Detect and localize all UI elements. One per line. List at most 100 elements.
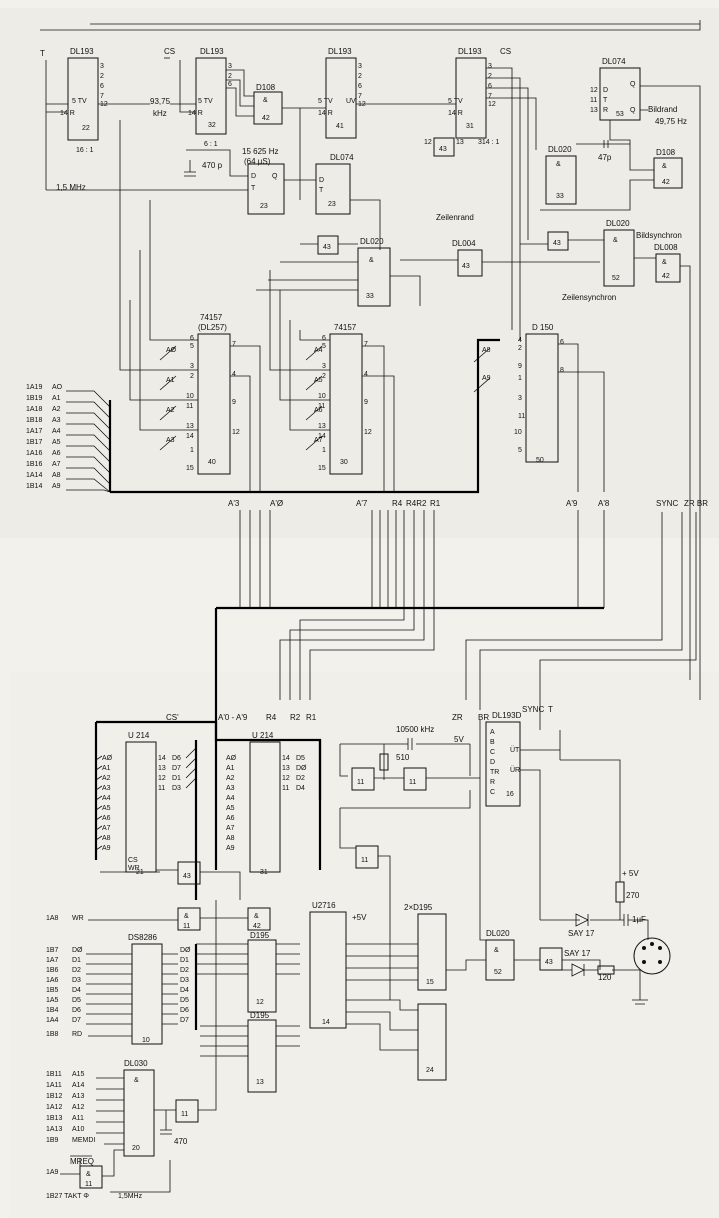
gate-and-11-low: &11	[79, 1165, 103, 1189]
chip-dl193-32: DL193 5 TV 14 R 32 6 : 1 32 6	[188, 47, 232, 148]
svg-text:A13: A13	[72, 1093, 85, 1100]
svg-text:SYNC: SYNC	[522, 705, 544, 714]
svg-text:D1: D1	[72, 957, 81, 964]
svg-text:33: 33	[556, 193, 564, 200]
chip-d108-42-b: D108 & 42	[653, 148, 683, 189]
svg-text:15: 15	[426, 979, 434, 986]
svg-text:2: 2	[488, 73, 492, 80]
svg-text:42: 42	[253, 923, 261, 930]
svg-text:1B17: 1B17	[26, 439, 42, 446]
svg-text:D6: D6	[172, 755, 181, 762]
svg-text:1B4: 1B4	[46, 1007, 59, 1014]
svg-text:+ 5V: + 5V	[622, 869, 639, 878]
resistor-120	[597, 965, 615, 975]
svg-text:1A19: 1A19	[26, 384, 42, 391]
svg-text:7: 7	[364, 341, 368, 348]
svg-text:23: 23	[260, 203, 268, 210]
svg-text:A'7: A'7	[356, 499, 368, 508]
svg-text:A10: A10	[72, 1126, 85, 1133]
chip-dl030-20: DL030 & 20	[123, 1059, 155, 1157]
diode-say17-a	[575, 913, 589, 927]
svg-text:1B9: 1B9	[46, 1137, 59, 1144]
svg-text:2: 2	[228, 73, 232, 80]
svg-text:A6: A6	[314, 407, 323, 414]
svg-text:C: C	[490, 789, 495, 796]
svg-text:14: 14	[322, 1019, 330, 1026]
svg-text:74157: 74157	[334, 323, 357, 332]
resistor-510	[379, 753, 389, 771]
svg-text:D 150: D 150	[532, 323, 554, 332]
svg-text:A4: A4	[226, 795, 235, 802]
svg-text:A11: A11	[72, 1115, 84, 1122]
svg-text:DØ: DØ	[72, 947, 83, 954]
svg-text:A1: A1	[102, 765, 111, 772]
svg-text:6: 6	[228, 81, 232, 88]
svg-text:1A6: 1A6	[46, 977, 59, 984]
svg-text:1B27 TAKT Φ: 1B27 TAKT Φ	[46, 1193, 89, 1200]
svg-text:R1: R1	[430, 499, 441, 508]
svg-text:A3: A3	[102, 785, 111, 792]
svg-text:11: 11	[590, 97, 597, 104]
svg-text:D1: D1	[180, 957, 189, 964]
svg-text:T: T	[548, 705, 553, 714]
svg-text:D5: D5	[296, 755, 305, 762]
svg-text:22: 22	[82, 125, 90, 132]
svg-text:ÜT: ÜT	[510, 746, 520, 754]
gate-and-42: &42	[247, 907, 271, 931]
svg-text:D195: D195	[250, 1011, 270, 1020]
svg-text:14 R: 14 R	[188, 110, 203, 117]
svg-text:D108: D108	[656, 148, 676, 157]
chip-dl004-43: DL004 43	[452, 239, 483, 277]
svg-text:9: 9	[518, 363, 522, 370]
svg-text:6 : 1: 6 : 1	[204, 141, 218, 148]
svg-text:7: 7	[232, 341, 236, 348]
svg-text:41: 41	[336, 123, 344, 130]
resistor-270	[615, 881, 625, 903]
svg-text:&: &	[556, 161, 561, 168]
svg-text:A'8: A'8	[598, 499, 610, 508]
gate-43: 43	[177, 861, 201, 885]
chip-dl193-41: DL193 5 TV UV 14 R 41 32 67 12	[318, 47, 366, 139]
svg-text:1A11: 1A11	[46, 1082, 62, 1089]
svg-text:D: D	[251, 173, 256, 180]
svg-text:D3: D3	[172, 785, 181, 792]
svg-text:A5: A5	[314, 377, 323, 384]
chip-d195-12: D195 12	[247, 931, 277, 1013]
svg-text:6: 6	[322, 335, 326, 342]
svg-text:DL030: DL030	[124, 1059, 148, 1068]
svg-text:32: 32	[208, 122, 216, 129]
svg-text:R4: R4	[392, 499, 403, 508]
chip-dl020-52-b: DL020 & 52	[485, 929, 515, 981]
svg-text:10: 10	[514, 429, 522, 436]
svg-text:U2716: U2716	[312, 901, 336, 910]
svg-text:Q: Q	[630, 81, 636, 88]
svg-text:14 R: 14 R	[60, 110, 75, 117]
sig-bildrand: Bildrand	[648, 105, 677, 114]
svg-text:3: 3	[488, 63, 492, 70]
svg-text:DL020: DL020	[548, 145, 572, 154]
chip-d150-50: D 150 50 42 91 311 105 68	[514, 323, 564, 464]
svg-text:WR: WR	[72, 915, 84, 922]
svg-text:A15: A15	[72, 1071, 85, 1078]
svg-text:CS: CS	[128, 857, 138, 864]
svg-text:12: 12	[590, 87, 598, 94]
svg-text:ZR: ZR	[452, 713, 463, 722]
svg-text:15: 15	[318, 465, 326, 472]
svg-text:1A14: 1A14	[26, 472, 42, 479]
svg-text:10: 10	[186, 393, 194, 400]
chip-d108-42-a: D108 & 42	[253, 83, 283, 125]
gate-43-b: 43	[539, 947, 563, 971]
svg-text:A8: A8	[482, 347, 491, 354]
svg-text:3: 3	[228, 63, 232, 70]
svg-text:C: C	[490, 749, 495, 756]
svg-text:1A12: 1A12	[46, 1104, 62, 1111]
svg-text:43: 43	[439, 146, 447, 153]
svg-text:A4: A4	[102, 795, 111, 802]
sig-zeilensynchron: Zeilensynchron	[562, 293, 616, 302]
svg-text:1µF: 1µF	[632, 915, 646, 924]
svg-text:9: 9	[364, 399, 368, 406]
svg-text:DL193D: DL193D	[492, 711, 522, 720]
svg-text:D2: D2	[296, 775, 305, 782]
